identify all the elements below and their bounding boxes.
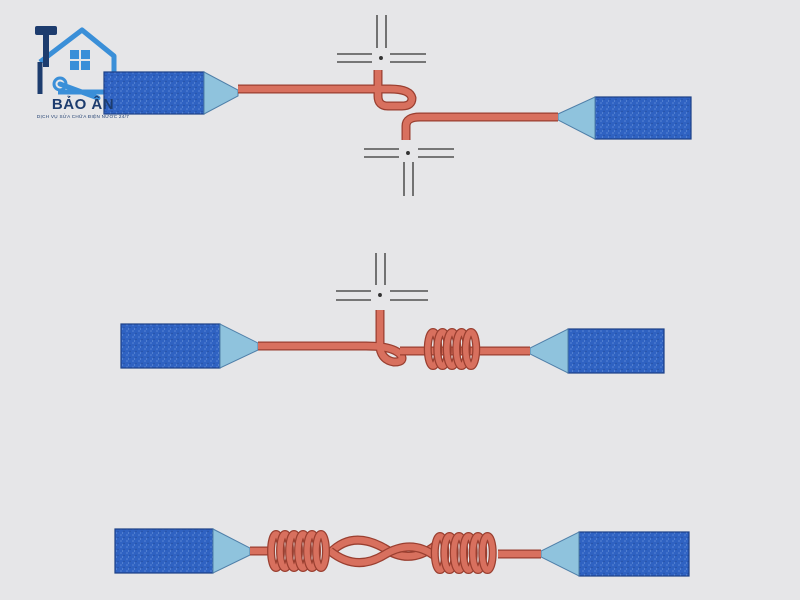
house-icon bbox=[37, 27, 117, 95]
wire-insulation bbox=[594, 96, 692, 140]
coil-turn bbox=[463, 329, 479, 369]
logo-tagline: DỊCH VỤ SỬA CHỮA ĐIỆN NƯỚC 24/7 bbox=[36, 114, 130, 119]
copper-core-outline bbox=[401, 112, 558, 140]
left-wire bbox=[114, 528, 272, 574]
coil-turn bbox=[313, 531, 329, 571]
copper-core bbox=[402, 113, 558, 140]
cutting-guide bbox=[337, 15, 454, 196]
logo-name: BẢO ÂN bbox=[51, 96, 115, 113]
step-3-completed-joint bbox=[114, 528, 690, 577]
twisted-section bbox=[326, 535, 439, 567]
coil-turn bbox=[479, 533, 496, 573]
copper-core bbox=[238, 70, 416, 110]
wire-insulation bbox=[120, 323, 221, 369]
cutting-guide bbox=[336, 253, 428, 301]
wire-coil-left bbox=[267, 530, 330, 572]
left-wire bbox=[103, 70, 417, 115]
insulation-taper bbox=[219, 323, 259, 369]
step-1-cross-wires bbox=[103, 15, 692, 196]
hammer-icon bbox=[35, 26, 57, 67]
insulation-taper bbox=[203, 71, 239, 115]
logo bbox=[35, 26, 117, 101]
wire-insulation bbox=[567, 328, 665, 374]
right-wire bbox=[498, 531, 690, 577]
logo-text: BẢO ÂN DỊCH VỤ SỬA CHỮA ĐIỆN NƯỚC 24/7 bbox=[28, 96, 138, 119]
insulation-taper bbox=[540, 531, 580, 577]
left-wire bbox=[120, 310, 407, 369]
wrench-icon bbox=[52, 76, 101, 101]
wire-insulation bbox=[114, 528, 214, 574]
copper-core bbox=[258, 310, 406, 366]
insulation-taper bbox=[529, 328, 569, 374]
wire-coil-right bbox=[430, 532, 497, 574]
step-2-first-wrap bbox=[120, 253, 665, 374]
insulation-taper bbox=[557, 96, 596, 140]
right-wire bbox=[401, 96, 692, 140]
insulation-taper bbox=[212, 528, 251, 574]
wire-insulation bbox=[578, 531, 690, 577]
wire-coil bbox=[423, 328, 481, 370]
